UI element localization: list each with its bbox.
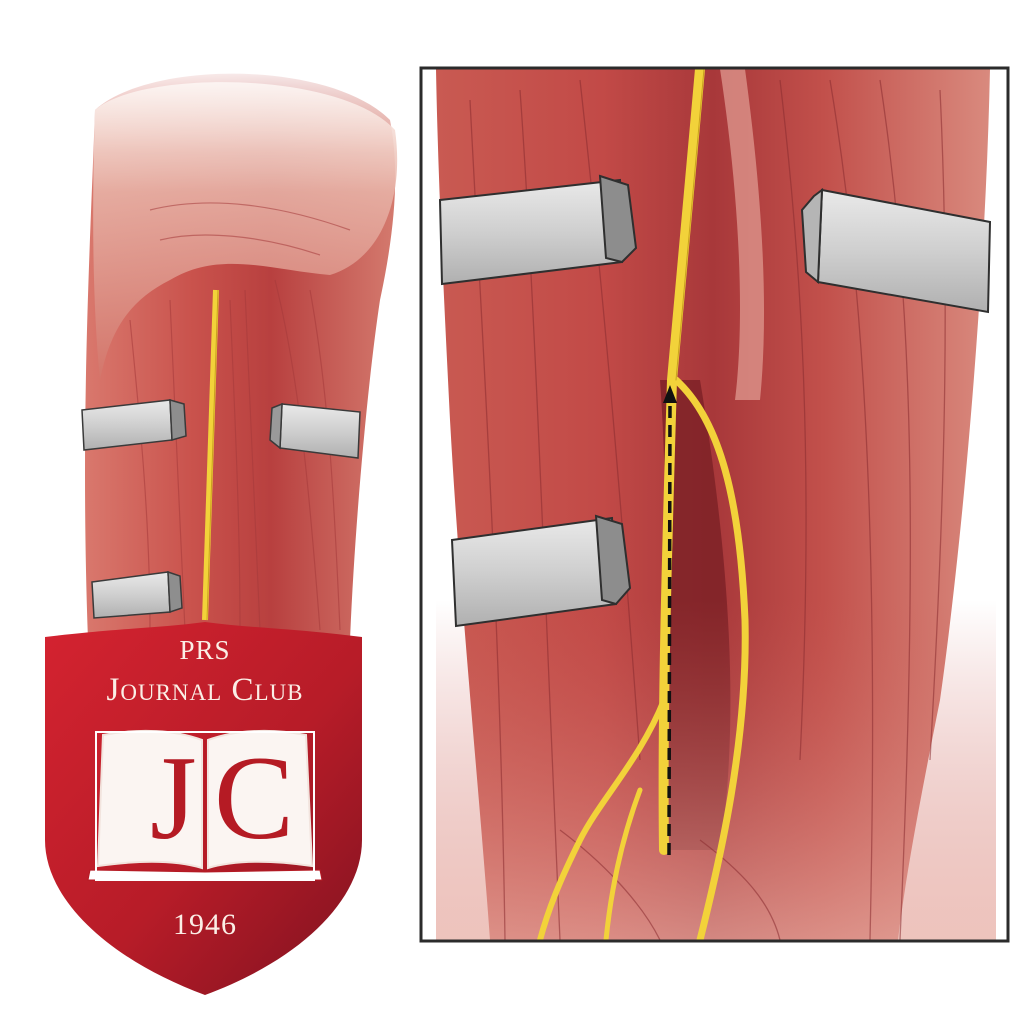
retractor-left-lower xyxy=(91,570,183,619)
crest-journal-club-label: Journal Club xyxy=(106,672,304,708)
sciatic-nerve-overview xyxy=(202,289,219,621)
crest-prs-label: PRS xyxy=(179,635,231,665)
monogram-j: J xyxy=(150,731,197,864)
magnified-view-frame xyxy=(419,66,1010,943)
retractor-right-panel-left-upper xyxy=(438,174,638,286)
prs-journal-club-crest xyxy=(45,622,362,995)
open-book-icon xyxy=(87,729,323,881)
retractor-right-panel-left-lower xyxy=(450,514,632,628)
dashed-direction-arrow xyxy=(663,385,677,856)
monogram-c: C xyxy=(214,731,295,864)
retractor-right-panel-right-upper xyxy=(800,187,992,314)
right-magnified-illustration xyxy=(422,69,1007,940)
retractor-left-upper xyxy=(81,398,187,451)
retractor-right-upper xyxy=(269,402,361,459)
crest-year-label: 1946 xyxy=(173,908,237,941)
